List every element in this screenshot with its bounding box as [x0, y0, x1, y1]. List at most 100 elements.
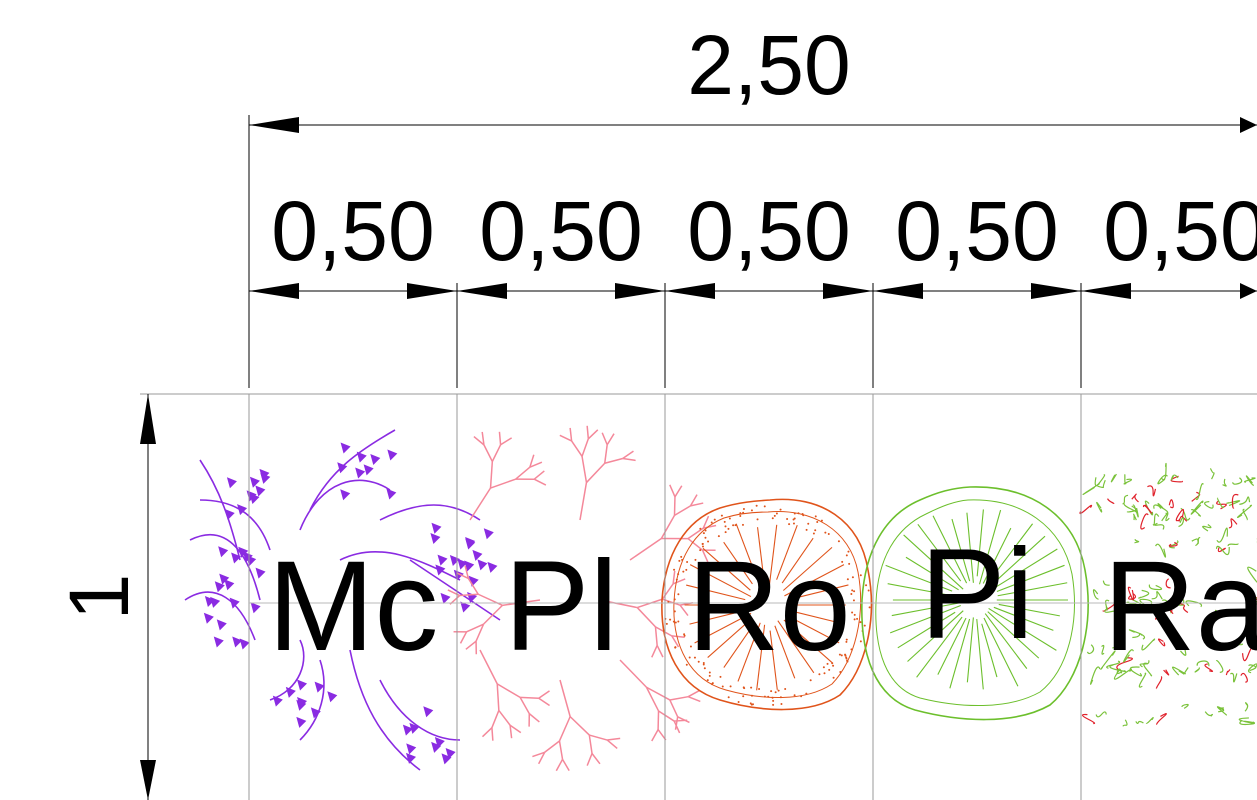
- green-leaf-mark: [1242, 508, 1248, 521]
- branch-mark: [467, 578, 479, 595]
- red-flower-mark: [1131, 493, 1139, 503]
- branch-mark: [622, 450, 634, 460]
- ray-mark: [992, 548, 1058, 590]
- stipple-dot: [685, 568, 688, 571]
- green-leaf-mark: [1086, 644, 1095, 655]
- ray-mark: [993, 606, 1054, 631]
- green-leaf-mark: [1133, 513, 1137, 521]
- stipple-dot: [677, 573, 680, 576]
- stipple-dot: [818, 673, 821, 676]
- stipple-dot: [851, 589, 854, 592]
- leaf-mark: [449, 555, 460, 567]
- green-leaf-mark: [1196, 660, 1210, 667]
- stipple-dot: [756, 518, 759, 521]
- stipple-dot: [846, 578, 849, 581]
- stipple-dot: [697, 660, 700, 663]
- ray-mark: [907, 610, 964, 662]
- branch-mark: [520, 696, 539, 699]
- stipple-dot: [774, 691, 777, 694]
- red-flower-mark: [1228, 518, 1238, 529]
- green-leaf-mark: [1215, 660, 1224, 673]
- green-leaf-mark: [1122, 494, 1129, 505]
- green-leaf-mark: [1145, 716, 1154, 724]
- stipple-dot: [742, 511, 745, 514]
- ray-mark: [788, 615, 840, 644]
- stipple-dot: [840, 654, 843, 657]
- leaf-mark: [406, 752, 417, 764]
- leaf-mark: [224, 579, 235, 591]
- plant-code-label: Ra: [1103, 535, 1257, 678]
- orange-canopy-stipple: [664, 504, 871, 706]
- ray-mark: [885, 564, 953, 592]
- red-flower-mark: [1231, 493, 1239, 509]
- leaf-mark: [431, 741, 442, 753]
- red-flower-mark: [1175, 508, 1185, 522]
- branch-mark: [581, 438, 590, 457]
- green-leaf-mark: [1112, 644, 1120, 649]
- stipple-dot: [784, 688, 787, 691]
- green-leaf-mark: [1181, 703, 1189, 709]
- plant-code-label: Pl: [504, 535, 618, 678]
- stipple-dot: [727, 527, 730, 530]
- leaf-mark: [218, 546, 229, 558]
- stipple-dot: [823, 672, 826, 675]
- green-leaf-mark: [1148, 584, 1163, 591]
- green-leaf-mark: [1171, 666, 1186, 676]
- branch-mark: [579, 482, 588, 521]
- stipple-dot: [699, 549, 702, 552]
- stipple-dot: [710, 683, 713, 686]
- leaf-mark: [431, 522, 442, 534]
- green-leaf-mark: [1097, 479, 1106, 489]
- ray-mark: [966, 512, 974, 583]
- branch-mark: [589, 734, 608, 741]
- green-leaf-mark: [1195, 483, 1204, 501]
- stipple-dot: [701, 545, 704, 548]
- green-leaf-mark: [1239, 496, 1251, 505]
- stipple-dot: [750, 509, 753, 512]
- leaf-mark: [340, 489, 351, 501]
- leaf-mark: [356, 451, 367, 463]
- stipple-dot: [772, 699, 775, 702]
- stipple-dot: [701, 542, 704, 545]
- branch-mark: [491, 727, 494, 741]
- stipple-dot: [743, 687, 746, 690]
- ray-mark: [932, 515, 968, 584]
- green-leaf-mark: [1155, 543, 1167, 558]
- ray-mark: [905, 556, 959, 591]
- branch-mark: [674, 505, 691, 517]
- branch-mark: [687, 689, 700, 698]
- green-leaf-mark: [1122, 719, 1128, 727]
- branch-mark: [660, 515, 676, 539]
- green-leaf-mark: [1190, 500, 1204, 515]
- stipple-dot: [788, 523, 791, 526]
- stipple-dot: [801, 513, 804, 516]
- leaf-mark: [272, 695, 283, 707]
- stipple-dot: [771, 696, 774, 699]
- leaf-mark: [406, 743, 417, 755]
- ray-mark: [686, 584, 746, 601]
- leaf-mark: [297, 696, 308, 708]
- ray-mark: [976, 619, 984, 690]
- stipple-dot: [859, 621, 862, 624]
- ray-mark: [689, 610, 743, 625]
- green-leaf-mark: [1110, 473, 1117, 483]
- branch-mark: [669, 695, 689, 701]
- branch-mark: [619, 659, 648, 688]
- stipple-dot: [865, 584, 868, 587]
- leaf-mark: [363, 464, 374, 476]
- green-leaf-mark: [1171, 634, 1176, 647]
- stipple-dot: [771, 517, 774, 520]
- green-leaf-mark: [1226, 500, 1241, 507]
- leaf-mark: [260, 472, 271, 484]
- stipple-dot: [805, 692, 808, 695]
- leaf-mark: [453, 569, 464, 581]
- stipple-dot: [758, 687, 761, 690]
- green-leaf-mark: [1214, 609, 1223, 616]
- branch-mark: [529, 454, 535, 468]
- red-flower-mark: [1127, 586, 1135, 601]
- red-flower-mark: [1240, 672, 1248, 683]
- stipple-dot: [863, 624, 866, 627]
- red-flower-mark: [1168, 541, 1178, 547]
- green-leaf-mark: [1170, 474, 1179, 481]
